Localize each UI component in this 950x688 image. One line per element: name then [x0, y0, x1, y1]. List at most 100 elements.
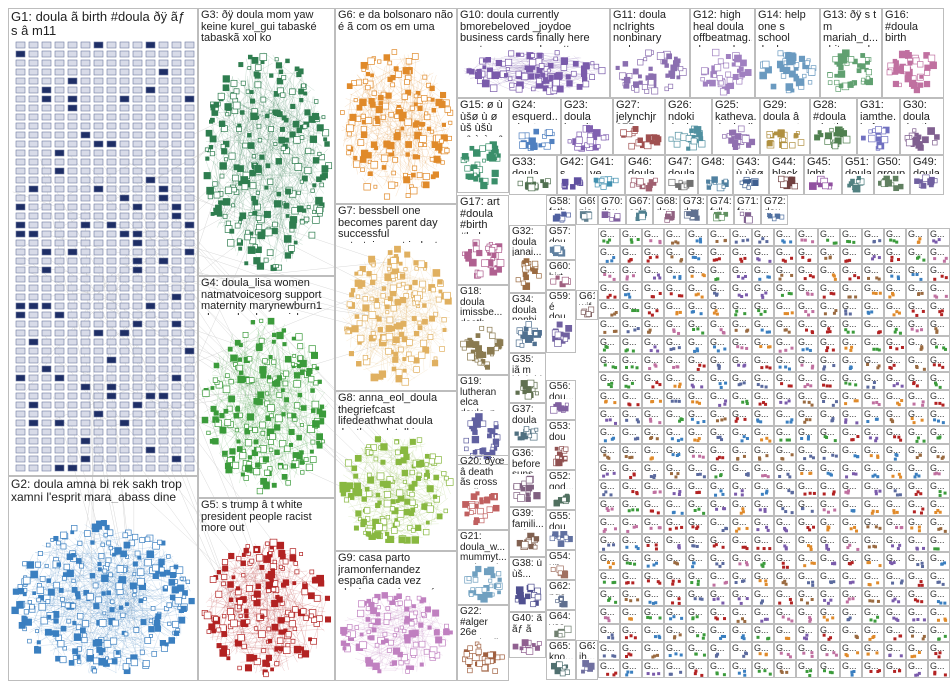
group-box-g1 [8, 8, 198, 476]
node [225, 373, 230, 378]
group-box-g37 [509, 403, 546, 447]
node [582, 80, 590, 88]
node [221, 148, 228, 155]
node [905, 50, 910, 55]
node [54, 437, 65, 445]
node [473, 149, 481, 157]
node [522, 389, 527, 395]
node [67, 365, 78, 373]
node [479, 517, 485, 524]
node [390, 82, 395, 88]
edge [241, 597, 285, 655]
edge [260, 103, 320, 210]
edge [216, 359, 263, 478]
node [352, 160, 361, 168]
node [300, 608, 307, 615]
edge [232, 100, 322, 147]
node [221, 631, 228, 637]
node [106, 77, 117, 85]
edge [239, 145, 241, 214]
node [67, 239, 78, 247]
node [64, 602, 71, 609]
node [314, 99, 319, 104]
node [80, 437, 91, 445]
node [41, 293, 52, 301]
edge [280, 559, 294, 596]
node [80, 338, 91, 346]
node [53, 581, 60, 589]
node [148, 626, 155, 633]
node [145, 95, 156, 103]
edge [211, 368, 285, 402]
node [277, 464, 283, 470]
node [482, 158, 486, 163]
node [425, 520, 430, 525]
node [67, 59, 78, 67]
node [158, 68, 169, 76]
edge [270, 85, 275, 190]
node [216, 570, 222, 575]
node [119, 410, 130, 418]
node [383, 480, 391, 489]
node [288, 245, 295, 252]
node [93, 257, 104, 265]
node [67, 356, 78, 364]
node [309, 569, 315, 575]
node [158, 248, 169, 256]
node [339, 481, 347, 490]
node [561, 496, 567, 503]
node [856, 68, 862, 74]
node [15, 419, 26, 427]
node [442, 327, 447, 332]
node [184, 401, 195, 409]
node [276, 191, 282, 197]
node [402, 357, 407, 362]
node [373, 184, 378, 189]
node [41, 338, 52, 346]
node [394, 131, 401, 138]
node [171, 383, 182, 391]
node [741, 135, 750, 143]
node [390, 273, 396, 279]
edge [221, 333, 233, 387]
node [136, 568, 145, 576]
node [28, 194, 39, 202]
node [556, 85, 564, 93]
node [28, 95, 39, 103]
node [236, 364, 243, 372]
node [119, 419, 130, 427]
node [236, 604, 242, 610]
node [22, 561, 28, 567]
node [780, 137, 786, 143]
node [80, 464, 91, 472]
node [28, 86, 39, 94]
node [746, 185, 751, 190]
node [15, 239, 26, 247]
node [269, 413, 274, 418]
edge [30, 600, 95, 631]
node [712, 73, 717, 79]
node [171, 392, 182, 400]
node [299, 450, 304, 455]
node [41, 221, 52, 229]
node [276, 77, 284, 85]
node [281, 412, 286, 417]
edge [238, 187, 263, 204]
node [28, 50, 39, 58]
node [282, 380, 289, 387]
node [158, 464, 169, 472]
node [678, 179, 683, 184]
node [628, 142, 635, 150]
node [892, 175, 899, 182]
node [385, 606, 390, 611]
node [393, 336, 400, 343]
edge [228, 330, 260, 472]
node [847, 81, 854, 88]
node [632, 126, 639, 132]
node [145, 122, 156, 130]
node [241, 573, 246, 578]
edge [213, 174, 264, 247]
node [401, 93, 408, 100]
node [413, 102, 418, 107]
edge [235, 630, 262, 635]
